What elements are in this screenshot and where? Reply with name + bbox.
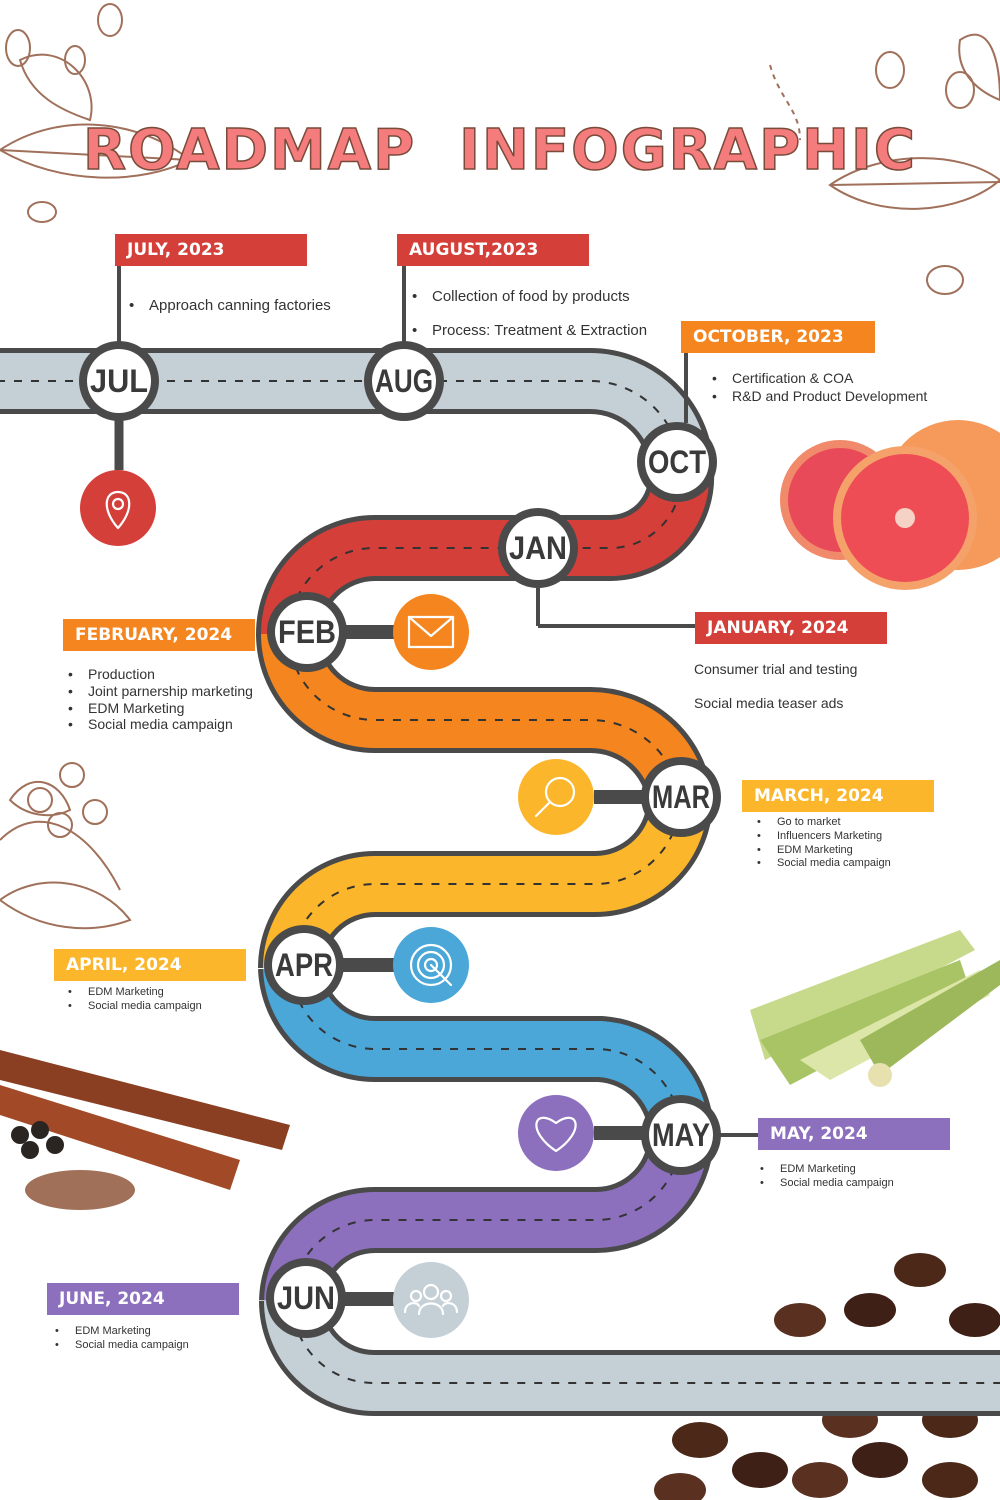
milestone-label-aug: AUGUST,2023	[397, 234, 589, 266]
node-abbr: APR	[275, 947, 333, 983]
milestone-node-jul: JUL	[79, 341, 159, 421]
list-item: Collection of food by products	[412, 280, 647, 314]
milestone-node-may: MAY	[641, 1095, 721, 1175]
node-abbr: JUN	[277, 1280, 335, 1316]
magnifier-icon	[534, 776, 576, 818]
list-item: R&D and Product Development	[712, 388, 927, 406]
milestone-node-jun: JUN	[266, 1258, 346, 1338]
milestone-label-mar: MARCH, 2024	[742, 780, 934, 812]
list-item: Go to market	[757, 816, 891, 830]
list-item: EDM Marketing	[55, 1325, 189, 1339]
page-title: ROADMAP INFOGRAPHIC	[82, 117, 917, 184]
milestone-items-feb: ProductionJoint parnership marketingEDM …	[68, 666, 253, 733]
decor-grapefruit-icon	[780, 420, 1000, 590]
label-connectors	[114, 266, 758, 1306]
node-face	[272, 933, 336, 997]
icon-badge-may	[518, 1095, 594, 1171]
list-item: Social media campaign	[68, 1000, 202, 1014]
milestone-label-may: MAY, 2024	[758, 1118, 950, 1150]
list-item: Production	[68, 666, 253, 683]
node-abbr: AUG	[375, 363, 433, 399]
milestone-icons	[80, 470, 594, 1338]
milestone-label-oct: OCTOBER, 2023	[681, 321, 875, 353]
target-icon	[409, 943, 453, 987]
envelope-icon	[407, 615, 455, 649]
node-abbr: MAY	[652, 1117, 710, 1153]
list-item: Social media campaign	[760, 1177, 894, 1191]
road-segment-6	[264, 1133, 709, 1303]
milestone-label-jul: JULY, 2023	[115, 234, 307, 266]
node-abbr: FEB	[278, 614, 336, 650]
list-item: Social media campaign	[68, 716, 253, 733]
people-icon	[403, 1283, 459, 1316]
milestone-items-mar: Go to marketInfluencers MarketingEDM Mar…	[757, 816, 891, 871]
road-segment-5	[263, 965, 710, 1137]
node-face	[645, 430, 709, 494]
decor-cinnamon-pepper-icon	[0, 1050, 290, 1210]
milestone-items-aug: Collection of food by productsProcess: T…	[412, 280, 647, 348]
milestone-items-oct: Certification & COAR&D and Product Devel…	[712, 370, 927, 405]
milestone-label-jan: JANUARY, 2024	[695, 612, 887, 644]
list-item: EDM Marketing	[760, 1163, 894, 1177]
milestone-items-jul: Approach canning factories	[129, 292, 331, 319]
node-face	[649, 765, 713, 829]
node-face	[372, 349, 436, 413]
milestone-items-apr: EDM MarketingSocial media campaign	[68, 986, 202, 1014]
milestone-node-feb: FEB	[267, 592, 347, 672]
milestone-label-feb: FEBRUARY, 2024	[63, 619, 255, 651]
decor-leaves-top-right-icon	[769, 33, 1000, 295]
list-item: Process: Treatment & Extraction	[412, 314, 647, 348]
milestone-label-jun: JUNE, 2024	[47, 1283, 239, 1315]
node-face	[87, 349, 151, 413]
heart-icon	[535, 1116, 577, 1153]
location-pin-icon	[105, 490, 131, 530]
list-item: EDM Marketing	[68, 700, 253, 717]
node-face	[649, 1103, 713, 1167]
milestone-items-may: EDM MarketingSocial media campaign	[760, 1163, 894, 1191]
list-item: EDM Marketing	[757, 844, 891, 858]
list-item: Influencers Marketing	[757, 830, 891, 844]
list-item: EDM Marketing	[68, 986, 202, 1000]
milestone-node-oct: OCT	[637, 422, 717, 502]
milestone-node-jan: JAN	[498, 508, 578, 588]
road-segment-3	[261, 632, 708, 804]
list-item: Social media campaign	[757, 857, 891, 871]
node-abbr: JUL	[90, 363, 148, 399]
list-item: Certification & COA	[712, 370, 927, 388]
list-item: Social media campaign	[55, 1339, 189, 1353]
node-face	[506, 516, 570, 580]
list-item: Consumer trial and testing	[694, 661, 858, 677]
icon-badge-mar	[518, 759, 594, 835]
list-item: Social media teaser ads	[694, 694, 844, 711]
node-abbr: OCT	[648, 444, 706, 480]
node-abbr: MAR	[652, 779, 710, 815]
node-face	[274, 1266, 338, 1330]
list-item: Approach canning factories	[129, 292, 331, 319]
milestone-nodes: JUL AUG OCT JAN FEB MAR APR MAY JUN	[79, 341, 721, 1338]
milestone-items-jun: EDM MarketingSocial media campaign	[55, 1325, 189, 1353]
decor-lemongrass-icon	[750, 930, 1000, 1087]
milestone-node-mar: MAR	[641, 757, 721, 837]
decor-leaves-top-left-icon	[0, 3, 192, 223]
icon-badge-feb	[393, 594, 469, 670]
node-abbr: JAN	[509, 530, 567, 566]
milestone-label-apr: APRIL, 2024	[54, 949, 246, 981]
milestone-node-aug: AUG	[364, 341, 444, 421]
road-dash-5	[290, 967, 683, 1136]
milestone-node-apr: APR	[264, 925, 344, 1005]
node-face	[275, 600, 339, 664]
decor-coffee-plant-icon	[0, 762, 132, 930]
list-item: Joint parnership marketing	[68, 683, 253, 700]
